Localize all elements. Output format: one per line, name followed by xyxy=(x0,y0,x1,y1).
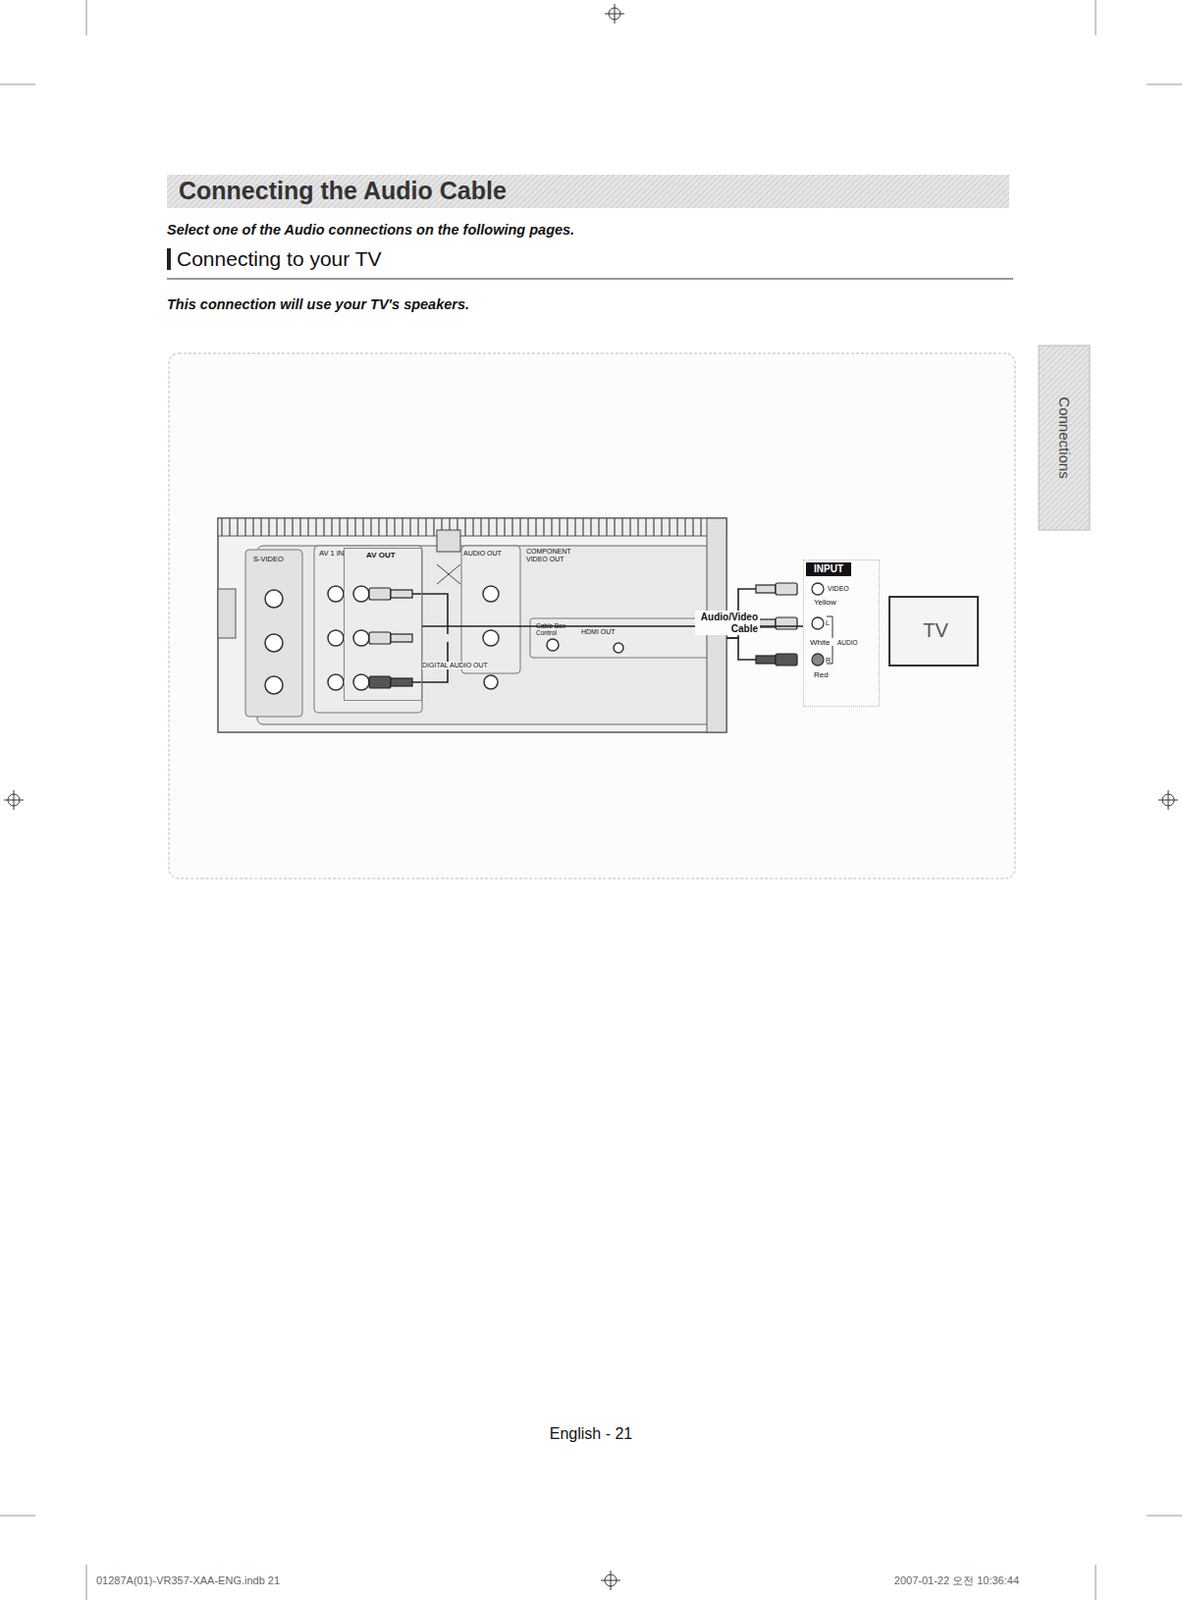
page-number: English - 21 xyxy=(549,1425,634,1444)
tv-input-jacks xyxy=(811,583,824,666)
panel-label: HDMI OUT xyxy=(581,628,616,637)
cable-label: Audio/Video Cable xyxy=(695,610,760,636)
panel-label: DIGITAL AUDIO OUT xyxy=(422,661,488,670)
cable-wires xyxy=(412,589,756,683)
section-note: This connection will use your TV's speak… xyxy=(166,296,470,314)
intro-note: Select one of the Audio connections on t… xyxy=(166,221,575,239)
node-text: AV OUT xyxy=(366,550,396,560)
node-text: TV xyxy=(922,619,949,643)
panel-label: AUDIO OUT xyxy=(463,549,502,558)
side-tab-label: Connections xyxy=(1055,396,1073,479)
panel-label: S-VIDEO xyxy=(253,555,284,565)
panel-heading: INPUT xyxy=(805,562,852,577)
tv-input-panel: INPUT VIDEO YellowL White AUDIO R Red xyxy=(803,559,880,707)
jack-group: AV OUT xyxy=(343,547,423,701)
jacks xyxy=(265,586,624,695)
node-text: L xyxy=(825,619,830,628)
page-title: Connecting the Audio Cable xyxy=(178,176,507,206)
heading-marker xyxy=(166,248,171,270)
node-text: R xyxy=(825,656,831,665)
node-text: AUDIO xyxy=(837,639,859,646)
diagram-frame xyxy=(168,353,1016,879)
tv-set: TV xyxy=(888,595,979,667)
node-text: VIDEO xyxy=(827,585,850,593)
title-band xyxy=(166,174,1010,209)
section-heading: Connecting to your TV xyxy=(176,247,382,271)
registration-marks xyxy=(3,3,1179,1591)
node-text: White xyxy=(809,638,830,647)
panel-label: Cable Box Control xyxy=(536,622,580,638)
side-tab xyxy=(1038,345,1090,531)
heading-rule xyxy=(166,277,1014,279)
unit-back-panel xyxy=(217,518,727,733)
panel-label: COMPONENT VIDEO OUT xyxy=(526,547,586,564)
print-date: 2007-01-22 오전 10:36:44 xyxy=(894,1574,1020,1588)
file-info: 01287A(01)-VR357-XAA-ENG.indb 21 xyxy=(96,1574,280,1588)
node-text: Red xyxy=(813,670,829,680)
panel-label: AV 1 IN xyxy=(319,549,344,559)
node-text: Yellow xyxy=(813,597,837,607)
cable-plugs xyxy=(369,588,413,689)
tv-plugs xyxy=(755,583,798,666)
fan-symbol xyxy=(436,530,461,585)
